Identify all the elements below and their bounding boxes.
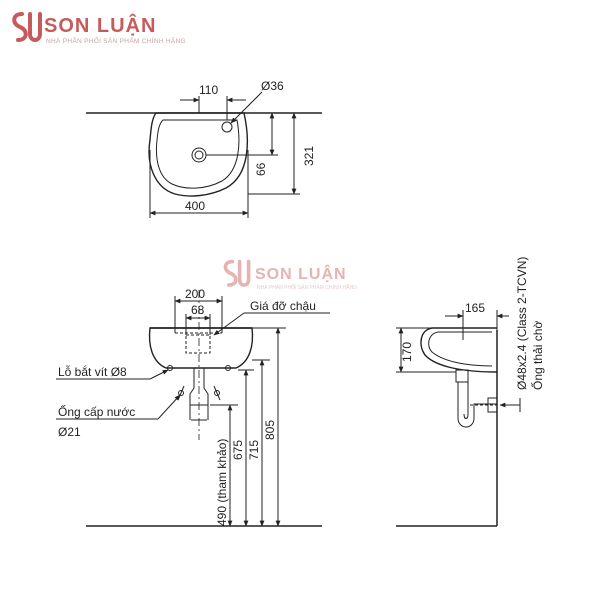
top-view — [86, 91, 322, 218]
label-supply-pipe: Ống cấp nước — [58, 404, 135, 419]
brand-tagline: NHÀ PHÂN PHỐI SẢN PHẨM CHÍNH HÃNG — [46, 38, 186, 45]
top-view-bowl — [155, 119, 240, 189]
dim-drain-depth: 66 — [254, 162, 268, 176]
label-screw-hole: Lỗ bắt vít Ø8 — [58, 364, 127, 379]
front-view-bracket — [185, 334, 211, 354]
front-view-trap — [189, 368, 209, 421]
watermark-name: SON LUẬN — [255, 266, 347, 283]
front-view-basin — [148, 327, 254, 369]
dim-805: 805 — [263, 420, 277, 440]
dim-depth: 321 — [302, 146, 316, 166]
top-view-basin-outline — [148, 112, 248, 197]
dim-675: 675 — [231, 440, 245, 460]
top-view-faucet-hole — [221, 121, 233, 133]
watermark-tagline: NHÀ PHÂN PHỐI SẢN PHẨM CHÍNH HÃNG — [257, 285, 358, 291]
top-view-drain-inner — [194, 150, 204, 160]
front-view-screw-hole-left — [167, 365, 173, 371]
brand-logo — [8, 10, 188, 54]
label-drain-pipe: Ống thải chờ — [530, 321, 545, 390]
dim-faucet-offset: 110 — [199, 83, 218, 97]
dim-490: 490 (tham khảo) — [215, 439, 229, 526]
dim-side-height: 170 — [400, 342, 414, 362]
label-pipe-spec: Ø48x2.4 (Class 2-TCVN) — [515, 257, 529, 390]
side-view-drain-outlet — [455, 369, 469, 383]
side-view — [396, 310, 521, 527]
dim-bracket-span: 200 — [185, 287, 205, 301]
label-supply-diameter: Ø21 — [58, 425, 81, 439]
label-bracket: Giá đỡ chậu — [250, 299, 316, 313]
dim-projection: 165 — [465, 301, 485, 315]
dim-width: 400 — [185, 199, 205, 213]
dim-faucet-hole: Ø36 — [261, 79, 284, 93]
front-view — [56, 290, 330, 527]
front-view-screw-hole-right — [225, 365, 231, 371]
brand-logo-icon — [12, 12, 42, 42]
dim-715: 715 — [247, 440, 261, 460]
side-view-trap — [457, 382, 497, 428]
dim-bracket-inner: 68 — [191, 303, 205, 317]
watermark-logo-icon — [223, 259, 251, 287]
brand-name: SON LUẬN — [44, 15, 157, 37]
top-view-drain — [191, 147, 207, 163]
